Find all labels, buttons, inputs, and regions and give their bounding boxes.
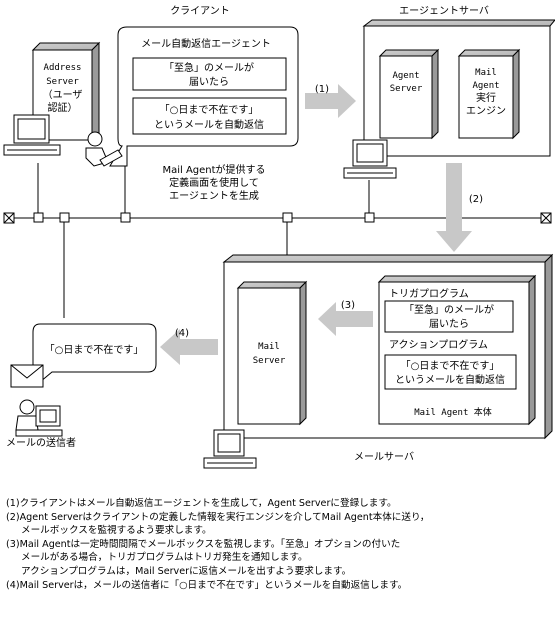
network-tap xyxy=(120,212,131,223)
network-tap xyxy=(364,212,375,223)
mail-server-host: Mail Server トリガプログラム 「至急」のメールが 届いたら アクショ… xyxy=(222,253,554,440)
arrow-step-3 xyxy=(318,302,373,336)
envelope-icon xyxy=(10,364,44,388)
step-notes: (1)クライアントはメール自動返信エージェントを生成して，Agent Serve… xyxy=(6,497,551,592)
client-label: クライアント xyxy=(170,5,230,17)
network-tap xyxy=(33,212,44,223)
architecture-diagram: Address Server （ユーザ 認証） クライアント メール自動返信エー… xyxy=(3,5,555,469)
engine-label-1: Mail xyxy=(475,68,497,78)
reply-bubble: 「○日まで不在です」 xyxy=(32,323,157,384)
step-2-label: (2) xyxy=(469,194,483,205)
step-1-label: (1) xyxy=(315,84,329,95)
action-line-1: 「○日まで不在です」 xyxy=(401,360,500,372)
mail-server-box: Mail Server xyxy=(236,280,308,426)
client-condition-line-1: 「至急」のメールが xyxy=(164,61,254,74)
client-action-box xyxy=(132,97,287,135)
reply-bubble-text: 「○日まで不在です」 xyxy=(45,344,144,356)
client-condition-box xyxy=(132,57,287,91)
client-window: メール自動返信エージェント 「至急」のメールが 届いたら 「○日まで不在です」 … xyxy=(109,26,299,167)
client-action-line-1: 「○日まで不在です」 xyxy=(160,104,259,116)
step-4-label: (4) xyxy=(175,328,189,339)
client-window-title: メール自動返信エージェント xyxy=(141,37,271,50)
agent-server-box: Agent Server xyxy=(378,48,440,140)
client-condition-line-2: 届いたら xyxy=(189,76,229,88)
agent-server-host-label: エージェントサーバ xyxy=(399,5,489,17)
engine-label-2: Agent xyxy=(472,81,499,91)
trigger-line-1: 「至急」のメールが xyxy=(404,303,494,316)
arrow-step-4 xyxy=(160,329,218,365)
agent-server-host: Agent Server Mail Agent 実行 エンジン xyxy=(362,19,555,157)
network-tap xyxy=(59,212,70,223)
action-box xyxy=(384,354,517,390)
step-3-label: (3) xyxy=(341,300,355,311)
client-action-line-2: というメールを自動返信 xyxy=(154,118,264,131)
engine-label-3: 実行 xyxy=(476,91,496,104)
mail-agent-note-line-2: 定義画面を使用して xyxy=(169,176,259,189)
network-tap xyxy=(282,212,293,223)
note-line: (1)クライアントはメール自動返信エージェントを生成して，Agent Serve… xyxy=(6,498,397,509)
sender-user-icon xyxy=(15,399,63,437)
mail-server-host-label: メールサーバ xyxy=(354,451,414,463)
agent-server-label-2: Server xyxy=(390,84,423,94)
note-line: (4)Mail Serverは，メールの送信者に「○日まで不在です」というメール… xyxy=(6,579,408,591)
mail-agent-body: トリガプログラム 「至急」のメールが 届いたら アクションプログラム 「○日まで… xyxy=(377,274,537,426)
note-line: メールがある場合，トリガプログラムはトリガ発生を通知します。 xyxy=(21,552,308,564)
mail-server-label-1: Mail xyxy=(258,342,280,352)
agent-server-label-1: Agent xyxy=(392,71,419,81)
mail-agent-note-line-3: エージェントを生成 xyxy=(169,189,259,202)
network-terminator-right xyxy=(540,212,552,224)
mail-server-pc xyxy=(203,429,257,469)
address-server-label-2: Server xyxy=(46,77,79,87)
network-terminator-left xyxy=(3,212,15,224)
trigger-line-2: 届いたら xyxy=(429,318,469,330)
address-server-label-4: 認証） xyxy=(48,101,78,114)
engine-label-4: エンジン xyxy=(466,106,506,117)
note-line: メールボックスを監視するよう要求します。 xyxy=(21,525,212,537)
action-program-title: アクションプログラム xyxy=(389,338,488,351)
agent-server-pc xyxy=(343,139,397,179)
arrow-step-2 xyxy=(436,163,472,252)
mail-agent-engine-box: Mail Agent 実行 エンジン xyxy=(457,48,521,140)
trigger-program-title: トリガプログラム xyxy=(389,287,469,300)
arrow-step-1 xyxy=(305,84,356,118)
note-line: (2)Agent Serverはクライアントの定義した情報を実行エンジンを介して… xyxy=(6,511,430,523)
note-line: アクションプログラムは，Mail Serverに返信メールを出すよう要求します。 xyxy=(21,565,352,577)
address-server-label-3: （ユーザ xyxy=(43,89,83,101)
client-user-icon xyxy=(85,131,123,167)
sender-label: メールの送信者 xyxy=(6,436,76,449)
trigger-box xyxy=(384,300,514,333)
mail-agent-note-line-1: Mail Agentが提供する xyxy=(162,163,265,176)
mail-agent-body-label: Mail Agent 本体 xyxy=(414,406,492,418)
mail-server-label-2: Server xyxy=(253,356,286,366)
note-line: (3)Mail Agentは一定時間間隔でメールボックスを監視します。「至急」オ… xyxy=(6,538,401,550)
address-server-pc xyxy=(3,114,61,156)
address-server-label-1: Address xyxy=(44,63,82,73)
action-line-2: というメールを自動返信 xyxy=(395,373,505,386)
